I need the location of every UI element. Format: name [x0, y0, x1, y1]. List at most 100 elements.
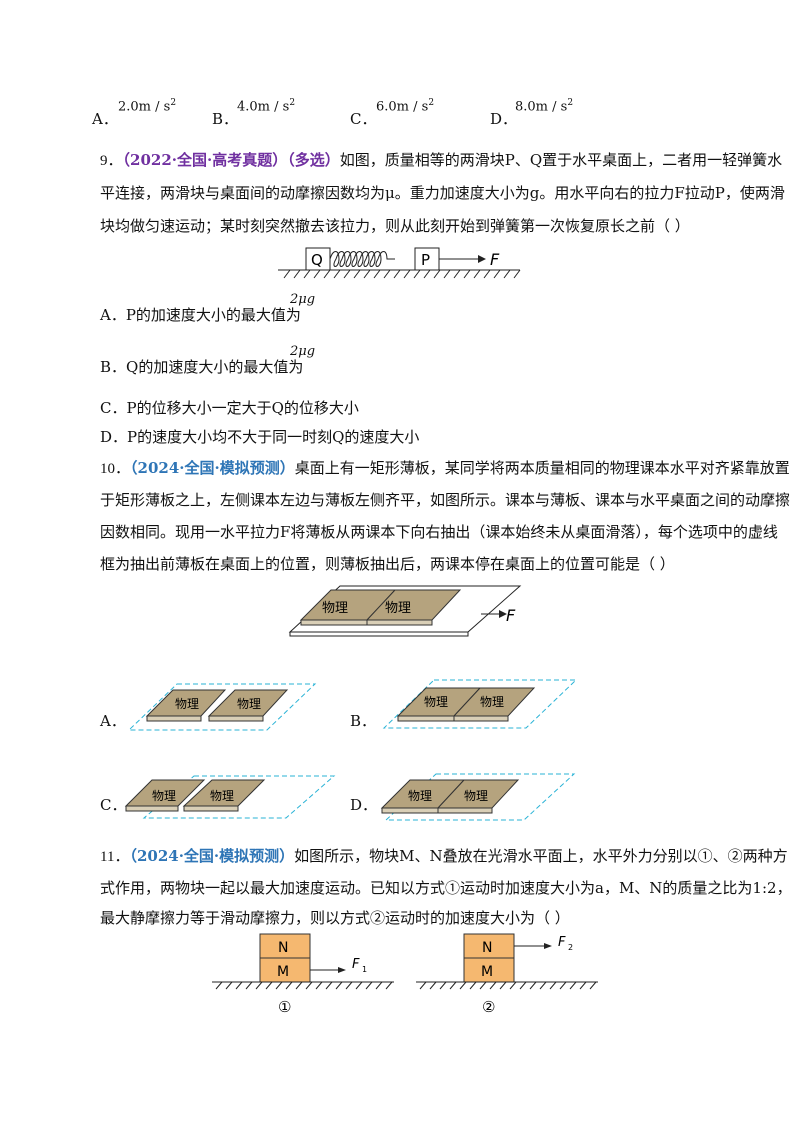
- q9-option-c: C．P的位移大小一定大于Q的位移大小: [100, 398, 359, 418]
- q10-option-d-figure: 物理 物理: [380, 773, 576, 821]
- dashed-board-outline: [142, 775, 336, 819]
- q10-option-c-label: C．: [100, 796, 127, 814]
- q10-option-a-label: A．: [100, 712, 126, 730]
- q11-line-1: 11．（2024·全国·模拟预测）如图所示，物块M、N叠放在光滑水平面上，水平外…: [100, 846, 788, 867]
- q11-figure-1: N M F 1 ①: [212, 933, 394, 1016]
- multi-select-tag: （多选）: [287, 151, 340, 169]
- board-edge: [289, 631, 469, 637]
- label-f1-subscript: 1: [362, 965, 367, 974]
- question-text: 平连接，两滑块与桌面间的动摩擦因数均为μ。重力加速度大小为g。用水平向右的拉力F…: [100, 184, 785, 202]
- q10-option-d-label: D．: [350, 796, 378, 814]
- question-number: 11．: [100, 849, 130, 865]
- value-text: 8.0m / s: [515, 99, 568, 115]
- q8-option-c: C．: [350, 108, 376, 129]
- ground-hatching: [212, 981, 394, 990]
- label-f1: F: [352, 957, 360, 972]
- spring: [329, 251, 395, 267]
- question-text: 桌面上有一矩形薄板，某同学将两本质量相同的物理课本水平对齐紧靠放置: [294, 459, 790, 477]
- q10-line-4: 框为抽出前薄板在桌面上的位置，则薄板抽出后，两课本停在桌面上的位置可能是（ ）: [100, 554, 675, 574]
- book-label-right: 物理: [210, 789, 234, 803]
- book-label-left: 物理: [175, 697, 199, 711]
- q11-line-3: 最大静摩擦力等于滑动摩擦力，则以方式②运动时的加速度大小为（ ）: [100, 908, 570, 928]
- q9-line-2: 平连接，两滑块与桌面间的动摩擦因数均为μ。重力加速度大小为g。用水平向右的拉力F…: [100, 183, 785, 203]
- book-label-left: 物理: [322, 601, 348, 616]
- book-right: [182, 779, 266, 812]
- ground-hatching: [416, 981, 598, 990]
- option-label: B．: [212, 110, 239, 128]
- q10-option-b-label: B．: [350, 712, 377, 730]
- book-left: [124, 779, 206, 812]
- block-n: [463, 933, 515, 959]
- question-number: 10．: [100, 461, 131, 477]
- book-right: [436, 779, 520, 814]
- question-text: 如图，质量相等的两滑块P、Q置于水平桌面上，二者用一轻弹簧水: [339, 151, 783, 169]
- dashed-board-outline: [127, 683, 317, 731]
- book-right: [207, 689, 289, 722]
- label-p: P: [421, 251, 430, 269]
- q9-line-3: 块均做匀速运动；某时刻突然撤去该拉力，则从此刻开始到弹簧第一次恢复原长之前（ ）: [100, 216, 690, 236]
- q8-option-b: B．: [212, 108, 238, 129]
- arrow-head: [499, 610, 507, 618]
- question-text: 块均做匀速运动；某时刻突然撤去该拉力，则从此刻开始到弹簧第一次恢复原长之前（ ）: [100, 217, 690, 235]
- label-n: N: [278, 940, 288, 956]
- label-m: M: [277, 964, 289, 980]
- q10-line-2: 于矩形薄板之上，左侧课本左边与薄板左侧齐平，如图所示。课本与薄板、课本与水平桌面…: [100, 490, 790, 510]
- book-right: [452, 687, 536, 722]
- book-label-right: 物理: [464, 789, 488, 803]
- arrow-head: [338, 967, 346, 973]
- option-text: C．P的位移大小一定大于Q的位移大小: [100, 399, 359, 417]
- book-right: [365, 589, 462, 626]
- arrow-head: [544, 943, 552, 949]
- book-label-left: 物理: [152, 789, 176, 803]
- q8-option-c-value: 6.0m / s2: [376, 98, 434, 114]
- book-label-right: 物理: [237, 697, 261, 711]
- book-label-right: 物理: [480, 695, 504, 709]
- book-left: [396, 687, 482, 722]
- q11-line-2: 式作用，两物块一起以最大加速度运动。已知以方式①运动时加速度大小为a，M、N的质…: [100, 878, 792, 898]
- q8-option-d: D．: [490, 108, 517, 129]
- label-n: N: [482, 940, 492, 956]
- q10-line-3: 因数相同。现用一水平拉力F将薄板从两课本下向右抽出（课本始终未从桌面滑落），每个…: [100, 522, 778, 542]
- caption-1: ①: [278, 998, 291, 1016]
- q8-option-b-value: 4.0m / s2: [237, 98, 295, 114]
- source-tag: （2024·全国·模拟预测）: [130, 459, 295, 477]
- q9-option-b: B．Q的加速度大小的最大值为: [100, 357, 303, 377]
- value-text: 6.0m / s: [376, 99, 429, 115]
- question-text: 最大静摩擦力等于滑动摩擦力，则以方式②运动时的加速度大小为（ ）: [100, 909, 570, 927]
- q9-option-a: A．P的加速度大小的最大值为: [100, 305, 301, 325]
- book-label-left: 物理: [424, 695, 448, 709]
- option-text: B．Q的加速度大小的最大值为: [100, 358, 304, 376]
- q9-line-1: 9．（2022·全国·高考真题）（多选）如图，质量相等的两滑块P、Q置于水平桌面…: [100, 150, 782, 171]
- caption-2: ②: [482, 998, 495, 1016]
- option-text: D．P的速度大小均不大于同一时刻Q的速度大小: [100, 428, 420, 446]
- label-m: M: [481, 964, 493, 980]
- exponent: 2: [289, 98, 296, 108]
- arrow-head: [478, 255, 486, 263]
- book-left: [145, 689, 227, 722]
- q9-option-a-math: 2μg: [290, 292, 316, 307]
- q10-line-1: 10．（2024·全国·模拟预测）桌面上有一矩形薄板，某同学将两本质量相同的物理…: [100, 458, 790, 479]
- option-label: C．: [350, 110, 377, 128]
- label-f: F: [490, 250, 500, 269]
- block-n: [259, 933, 311, 959]
- exponent: 2: [567, 98, 574, 108]
- option-text: A．P的加速度大小的最大值为: [100, 306, 301, 324]
- source-tag: （2022·全国·高考真题）: [122, 151, 288, 169]
- q8-option-a: A．: [92, 108, 118, 129]
- q9-option-b-math: 2μg: [290, 344, 316, 359]
- question-text: 于矩形薄板之上，左侧课本左边与薄板左侧齐平，如图所示。课本与薄板、课本与水平桌面…: [100, 491, 791, 509]
- question-text: 因数相同。现用一水平拉力F将薄板从两课本下向右抽出（课本始终未从桌面滑落），每个…: [100, 523, 778, 541]
- q8-option-d-value: 8.0m / s2: [515, 98, 573, 114]
- dashed-board-outline: [384, 773, 576, 821]
- q11-figure-2: N M F 2 ②: [416, 933, 598, 1016]
- label-q: Q: [311, 251, 323, 269]
- label-f2-subscript: 2: [568, 943, 573, 952]
- question-number: 9．: [100, 153, 123, 169]
- block-m: [463, 957, 515, 983]
- option-label: A．: [92, 110, 118, 128]
- source-tag: （2024·全国·模拟预测）: [129, 847, 295, 865]
- q10-option-b-figure: 物理 物理: [382, 679, 578, 729]
- q10-option-c-figure: 物理 物理: [124, 775, 336, 819]
- question-text: 如图所示，物块M、N叠放在光滑水平面上，水平外力分别以①、②两种方: [294, 847, 788, 865]
- question-text: 式作用，两物块一起以最大加速度运动。已知以方式①运动时加速度大小为a，M、N的质…: [100, 879, 792, 897]
